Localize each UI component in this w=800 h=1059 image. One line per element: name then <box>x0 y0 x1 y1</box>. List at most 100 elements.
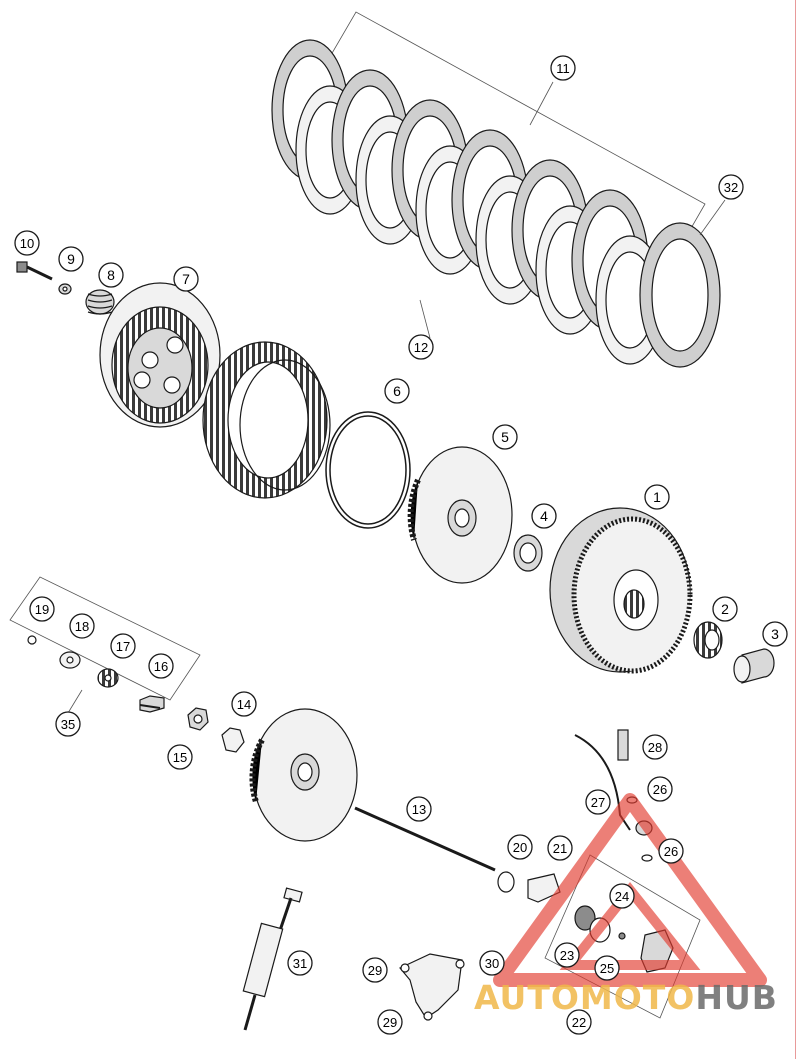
callout-8: 8 <box>98 262 124 288</box>
svg-text:24: 24 <box>615 889 629 904</box>
automotohub-watermark: AUTOMOTOHUB <box>474 978 778 1017</box>
svg-text:6: 6 <box>393 383 401 399</box>
svg-text:35: 35 <box>61 717 75 732</box>
svg-text:21: 21 <box>553 841 567 856</box>
watermark-text-automoto: AUTOMOTO <box>474 978 696 1017</box>
bushing <box>733 648 775 684</box>
callout-17: 17 <box>110 633 136 659</box>
svg-text:28: 28 <box>648 740 662 755</box>
callout-4: 4 <box>531 503 557 529</box>
friction-disc <box>639 222 721 368</box>
slave-cylinder-bracket <box>399 953 465 1021</box>
svg-text:26: 26 <box>653 782 667 797</box>
svg-text:15: 15 <box>173 750 187 765</box>
svg-text:5: 5 <box>501 429 509 445</box>
svg-text:20: 20 <box>513 840 527 855</box>
callout-24: 24 <box>609 883 635 909</box>
callout-30: 30 <box>479 950 505 976</box>
clutch-pressure-cover <box>249 708 358 842</box>
svg-text:1: 1 <box>653 489 661 505</box>
svg-text:29: 29 <box>383 1015 397 1030</box>
callout-22: 22 <box>566 1009 592 1035</box>
svg-text:29: 29 <box>368 963 382 978</box>
clutch-spring <box>85 289 115 315</box>
callout-21: 21 <box>547 835 573 861</box>
svg-text:13: 13 <box>412 802 426 817</box>
inner-clutch-hub <box>407 446 513 584</box>
callout-1: 1 <box>644 484 670 510</box>
svg-text:25: 25 <box>600 961 614 976</box>
callout-14: 14 <box>231 691 257 717</box>
svg-text:16: 16 <box>154 659 168 674</box>
callout-23: 23 <box>554 942 580 968</box>
callout-19: 19 <box>29 596 55 622</box>
callout-16: 16 <box>148 653 174 679</box>
svg-text:7: 7 <box>182 271 190 287</box>
callout-9: 9 <box>58 246 84 272</box>
svg-text:3: 3 <box>771 626 779 642</box>
svg-text:10: 10 <box>20 236 34 251</box>
pressure-cap-group <box>9 576 201 714</box>
svg-text:30: 30 <box>485 956 499 971</box>
callout-35: 35 <box>55 711 81 737</box>
bleeding-syringe <box>242 887 303 1031</box>
svg-text:18: 18 <box>75 619 89 634</box>
svg-text:17: 17 <box>116 639 130 654</box>
svg-text:22: 22 <box>572 1015 586 1030</box>
callout-32: 32 <box>718 174 744 200</box>
callout-11: 11 <box>550 55 576 81</box>
svg-text:32: 32 <box>724 180 738 195</box>
callout-25: 25 <box>594 955 620 981</box>
o-ring <box>325 411 411 529</box>
callout-28: 28 <box>642 734 668 760</box>
svg-text:23: 23 <box>560 948 574 963</box>
callout-3: 3 <box>762 621 788 647</box>
thrust-washer <box>513 534 543 572</box>
callout-27: 27 <box>585 789 611 815</box>
pressure-plate <box>99 282 221 428</box>
callout-12: 12 <box>408 334 434 360</box>
callout-2: 2 <box>712 596 738 622</box>
clutch-disc-pack <box>271 11 726 368</box>
callout-18: 18 <box>69 613 95 639</box>
washer <box>58 283 72 295</box>
svg-text:26: 26 <box>664 844 678 859</box>
lock-washer <box>221 727 245 753</box>
automotohub-logo <box>493 793 767 987</box>
clutch-bolt <box>16 261 53 281</box>
hex-nut <box>187 707 209 731</box>
svg-text:31: 31 <box>293 956 307 971</box>
callout-7: 7 <box>173 266 199 292</box>
page-edge-line <box>795 0 796 1059</box>
svg-text:12: 12 <box>414 340 428 355</box>
svg-text:11: 11 <box>556 61 570 76</box>
watermark-text-hub: HUB <box>695 978 778 1017</box>
callout-13: 13 <box>406 796 432 822</box>
clutch-disc-bundle <box>202 341 331 499</box>
callout-20: 20 <box>507 834 533 860</box>
callout-15: 15 <box>167 744 193 770</box>
gasket <box>527 873 561 903</box>
callout-29-lower: 29 <box>377 1009 403 1035</box>
svg-text:8: 8 <box>107 267 115 283</box>
part-callouts: 1 2 3 4 5 6 7 8 9 10 11 12 13 14 15 16 1… <box>14 55 788 1035</box>
callout-26-upper: 26 <box>647 776 673 802</box>
svg-text:27: 27 <box>591 795 605 810</box>
callout-6: 6 <box>384 378 410 404</box>
svg-text:9: 9 <box>67 251 75 267</box>
svg-text:2: 2 <box>721 601 729 617</box>
needle-bearing <box>693 621 723 659</box>
svg-text:19: 19 <box>35 602 49 617</box>
callout-5: 5 <box>492 424 518 450</box>
outer-clutch-basket <box>549 507 693 674</box>
callout-10: 10 <box>14 230 40 256</box>
svg-text:14: 14 <box>237 697 251 712</box>
push-rod <box>354 806 496 872</box>
svg-text:4: 4 <box>540 508 548 524</box>
clutch-hose <box>574 729 653 862</box>
o-ring-small <box>497 871 515 893</box>
callout-26-lower: 26 <box>658 838 684 864</box>
callout-31: 31 <box>287 950 313 976</box>
